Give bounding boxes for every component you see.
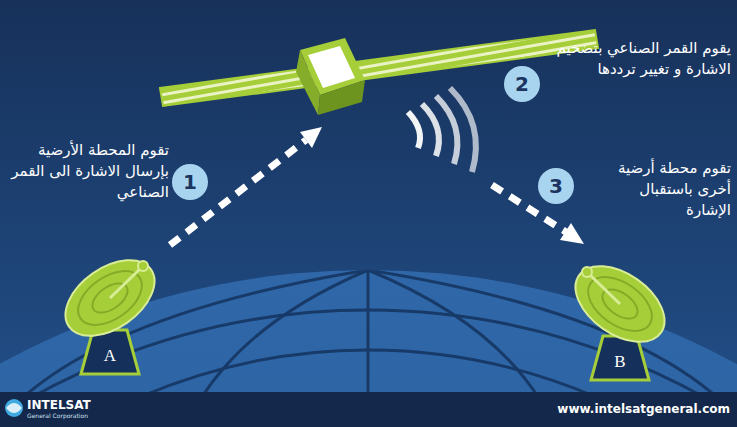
callout-number: 1 <box>172 164 208 200</box>
callout-number-text: 3 <box>549 174 563 198</box>
satellite-dish: B <box>565 252 675 382</box>
callout-number: 2 <box>504 66 540 102</box>
station-letter: B <box>565 352 675 372</box>
step-text: تقوم محطة أرضية أخرى باستقبال الإشارة <box>590 158 731 221</box>
step-text: تقوم المحطة الأرضية بإرسال الاشارة الى ا… <box>4 140 169 203</box>
callout-number: 3 <box>538 168 574 204</box>
signal-waves <box>408 88 476 172</box>
satellite <box>160 30 598 115</box>
logo-mark <box>5 399 23 417</box>
satellite-dish: A <box>55 246 165 376</box>
logo-subtext: General Corporation <box>27 412 117 420</box>
callout-number-text: 1 <box>183 170 197 194</box>
callout-number-text: 2 <box>515 72 529 96</box>
step-text: يقوم القمر الصناعي بتضخيم الاشارة و تغيي… <box>555 38 731 80</box>
footer-bar <box>0 392 737 427</box>
station-letter: A <box>55 346 165 366</box>
logo-text: INTELSAT <box>27 397 117 414</box>
website-url: www.intelsatgeneral.com <box>520 401 730 418</box>
uplink-arrow <box>170 127 322 245</box>
